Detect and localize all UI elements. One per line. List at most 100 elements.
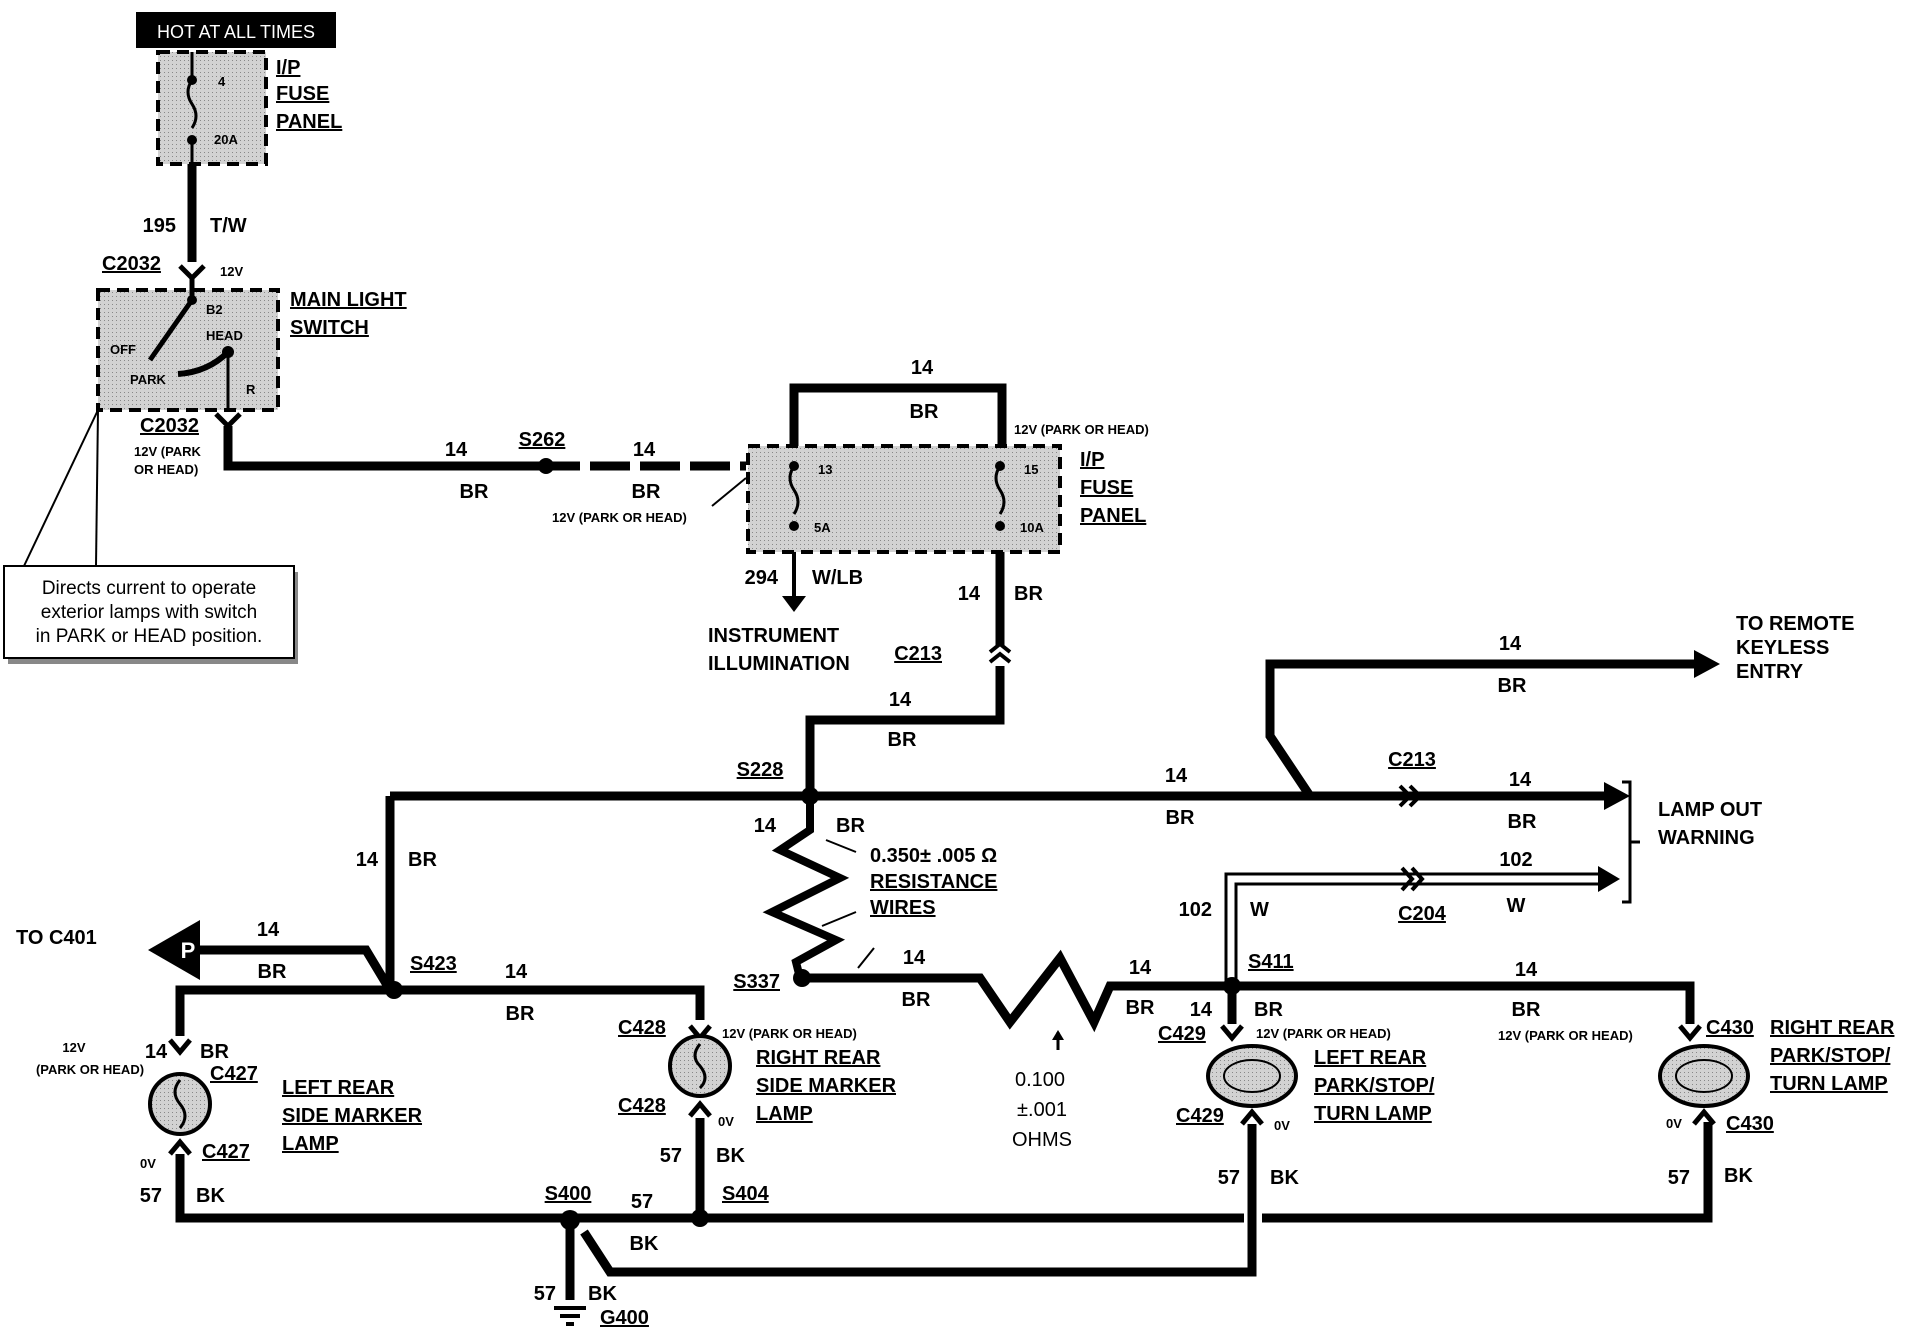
svg-text:14: 14 <box>1129 957 1152 979</box>
svg-text:INSTRUMENT: INSTRUMENT <box>708 625 839 647</box>
svg-text:14: 14 <box>754 815 777 837</box>
wire-102-color-right: W <box>1507 895 1526 917</box>
svg-text:B2: B2 <box>206 302 223 317</box>
svg-text:12V: 12V <box>62 1040 85 1055</box>
svg-text:RESISTANCE: RESISTANCE <box>870 871 997 893</box>
svg-text:TO REMOTE: TO REMOTE <box>1736 613 1855 635</box>
svg-text:OHMS: OHMS <box>1012 1129 1072 1151</box>
splice-s262: S262 <box>519 429 566 451</box>
svg-text:12V: 12V <box>220 264 243 279</box>
switch-note-callout: Directs current to operate exterior lamp… <box>3 409 298 664</box>
svg-text:OFF: OFF <box>110 342 136 357</box>
svg-text:14: 14 <box>1499 633 1522 655</box>
splice-s423: S423 <box>410 953 457 975</box>
svg-text:ENTRY: ENTRY <box>1736 661 1804 683</box>
svg-text:14: 14 <box>1165 765 1188 787</box>
splice-s228: S228 <box>737 759 784 781</box>
svg-text:OR HEAD): OR HEAD) <box>134 462 198 477</box>
svg-text:BR: BR <box>836 815 865 837</box>
left-rear-park-stop-turn-lamp: C429 12V (PARK OR HEAD) C429 0V LEFT REA… <box>1158 1023 1435 1133</box>
svg-text:0V: 0V <box>718 1114 734 1129</box>
svg-text:12V (PARK: 12V (PARK <box>134 444 202 459</box>
connector-c429-top: C429 <box>1158 1023 1206 1045</box>
svg-text:0.100: 0.100 <box>1015 1069 1065 1091</box>
svg-text:BR: BR <box>1508 811 1537 833</box>
svg-text:LAMP: LAMP <box>282 1133 339 1155</box>
svg-text:HOT AT ALL TIMES: HOT AT ALL TIMES <box>157 22 315 42</box>
fuse-panel-top-label-1: I/P <box>276 57 300 79</box>
svg-text:14: 14 <box>958 583 981 605</box>
svg-text:BK: BK <box>716 1145 745 1167</box>
svg-text:BK: BK <box>1724 1165 1753 1187</box>
svg-text:BR: BR <box>1512 999 1541 1021</box>
svg-text:BR: BR <box>506 1003 535 1025</box>
svg-text:LEFT REAR: LEFT REAR <box>282 1077 395 1099</box>
svg-text:BR: BR <box>902 989 931 1011</box>
connector-c428-bottom: C428 <box>618 1095 666 1117</box>
fuse-panel-mid-label-3: PANEL <box>1080 505 1146 527</box>
left-rear-side-marker-lamp: 12V (PARK OR HEAD) 14 BR C427 0V C427 LE… <box>36 1038 423 1171</box>
svg-text:BK: BK <box>588 1283 617 1305</box>
svg-text:14: 14 <box>1515 959 1538 981</box>
svg-text:LAMP OUT: LAMP OUT <box>1658 799 1762 821</box>
wire-294-number: 294 <box>745 567 779 589</box>
svg-text:0V: 0V <box>140 1156 156 1171</box>
svg-text:14: 14 <box>505 961 528 983</box>
svg-text:12V (PARK OR HEAD): 12V (PARK OR HEAD) <box>552 510 687 525</box>
svg-text:12V (PARK OR HEAD): 12V (PARK OR HEAD) <box>1498 1028 1633 1043</box>
wire-102-number-left: 102 <box>1179 899 1212 921</box>
svg-text:57: 57 <box>631 1191 653 1213</box>
svg-text:14: 14 <box>145 1041 168 1063</box>
svg-text:BR: BR <box>1254 999 1283 1021</box>
svg-text:BR: BR <box>258 961 287 983</box>
svg-text:14: 14 <box>1509 769 1532 791</box>
svg-text:14: 14 <box>911 357 934 379</box>
fuse-panel-mid-label-2: FUSE <box>1080 477 1133 499</box>
right-rear-park-stop-turn-lamp: 12V (PARK OR HEAD) C430 0V C430 RIGHT RE… <box>1498 1017 1895 1135</box>
svg-text:12V (PARK OR HEAD): 12V (PARK OR HEAD) <box>722 1026 857 1041</box>
svg-text:BR: BR <box>1014 583 1043 605</box>
svg-text:LAMP: LAMP <box>756 1103 813 1125</box>
svg-text:BR: BR <box>408 849 437 871</box>
svg-text:57: 57 <box>1218 1167 1240 1189</box>
splice-s404: S404 <box>722 1183 770 1205</box>
svg-text:SIDE MARKER: SIDE MARKER <box>756 1075 897 1097</box>
svg-text:KEYLESS: KEYLESS <box>1736 637 1829 659</box>
connector-c428-top: C428 <box>618 1017 666 1039</box>
splice-s337: S337 <box>733 971 780 993</box>
svg-text:BR: BR <box>888 729 917 751</box>
svg-text:TURN LAMP: TURN LAMP <box>1314 1103 1432 1125</box>
connector-c429-bottom: C429 <box>1176 1105 1224 1127</box>
svg-text:BR: BR <box>1166 807 1195 829</box>
svg-text:RIGHT REAR: RIGHT REAR <box>756 1047 881 1069</box>
svg-text:57: 57 <box>534 1283 556 1305</box>
svg-text:57: 57 <box>140 1185 162 1207</box>
svg-text:TURN LAMP: TURN LAMP <box>1770 1073 1888 1095</box>
connector-c430-bottom: C430 <box>1726 1113 1774 1135</box>
svg-text:4: 4 <box>218 74 226 89</box>
fuse-panel-top: 4 20A I/P FUSE PANEL <box>156 50 342 166</box>
svg-text:in PARK or HEAD position.: in PARK or HEAD position. <box>36 626 263 647</box>
svg-text:0V: 0V <box>1274 1118 1290 1133</box>
connector-c2032-bottom: C2032 <box>140 415 199 437</box>
svg-text:14: 14 <box>1190 999 1213 1021</box>
splice-s411: S411 <box>1248 951 1294 973</box>
svg-text:20A: 20A <box>214 132 238 147</box>
svg-text:ILLUMINATION: ILLUMINATION <box>708 653 850 675</box>
fuse-panel-top-label-2: FUSE <box>276 83 329 105</box>
svg-text:BR: BR <box>1498 675 1527 697</box>
svg-text:LEFT REAR: LEFT REAR <box>1314 1047 1427 1069</box>
svg-text:12V (PARK OR HEAD): 12V (PARK OR HEAD) <box>1014 422 1149 437</box>
svg-text:10A: 10A <box>1020 520 1044 535</box>
splice-s400: S400 <box>545 1183 592 1205</box>
svg-text:(PARK OR HEAD): (PARK OR HEAD) <box>36 1062 144 1077</box>
svg-text:RIGHT REAR: RIGHT REAR <box>1770 1017 1895 1039</box>
svg-text:BR: BR <box>910 401 939 423</box>
svg-text:14: 14 <box>445 439 468 461</box>
connector-c427-top: C427 <box>210 1063 258 1085</box>
svg-text:14: 14 <box>889 689 912 711</box>
svg-text:14: 14 <box>903 947 926 969</box>
wire-102-color-left: W <box>1250 899 1269 921</box>
svg-text:WIRES: WIRES <box>870 897 936 919</box>
